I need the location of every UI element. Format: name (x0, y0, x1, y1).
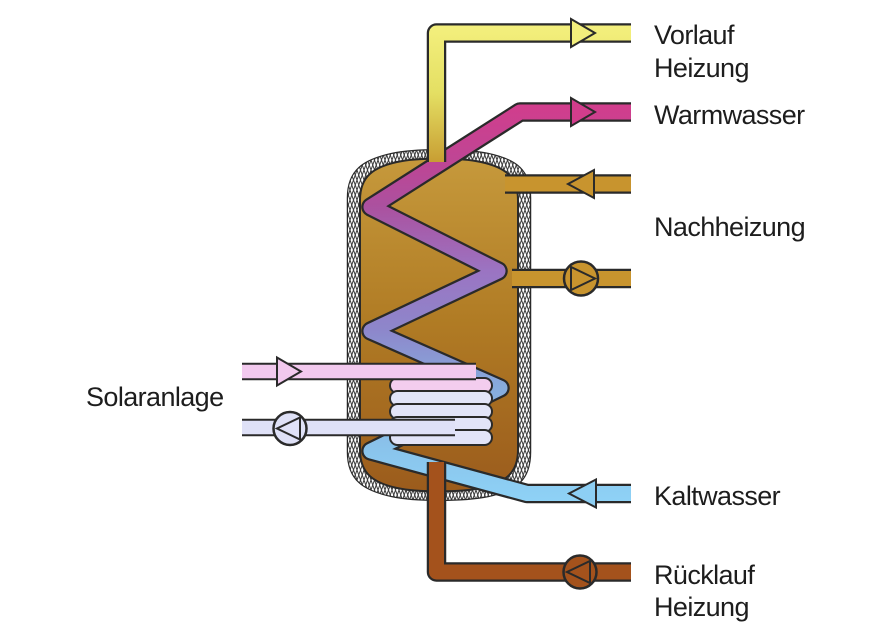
pump-direction-triangle (274, 415, 301, 442)
pipe-vorlauf-heizung (426, 17, 631, 162)
pump-icon (562, 260, 600, 297)
label-vorlauf-line1: Vorlauf (654, 20, 735, 50)
label-nachheizung: Nachheizung (654, 212, 805, 242)
pipe-solar-return (242, 410, 455, 447)
pump-icon (272, 410, 308, 447)
label-solaranlage: Solaranlage (86, 382, 224, 412)
flow-right-arrow-icon (276, 355, 303, 388)
heat-exchanger-fill (363, 104, 631, 501)
label-kaltwasser: Kaltwasser (654, 481, 781, 511)
pipe-nachheizung-inlet (505, 168, 631, 200)
labels: Vorlauf Heizung Warmwasser Nachheizung S… (86, 20, 806, 622)
pipe-fill (429, 25, 631, 162)
label-ruecklauf-line2: Heizung (654, 592, 749, 622)
pump-icon (562, 554, 598, 590)
internal-heat-exchanger-pipe (361, 102, 631, 504)
pump-direction-triangle (564, 559, 591, 585)
flow-right-arrow-icon (570, 96, 597, 128)
flow-left-arrow-icon (566, 477, 597, 510)
pump-direction-triangle (570, 265, 598, 292)
pipe-nachheizung-outlet (512, 260, 631, 297)
label-warmwasser: Warmwasser (654, 100, 805, 130)
pipe-ruecklauf-heizung (426, 462, 631, 590)
label-ruecklauf-line1: Rücklauf (654, 560, 755, 590)
flow-left-arrow-icon (565, 168, 595, 200)
pipe-solar-supply (242, 355, 476, 388)
flow-right-arrow-icon (570, 17, 597, 49)
label-vorlauf-line2: Heizung (654, 53, 749, 83)
